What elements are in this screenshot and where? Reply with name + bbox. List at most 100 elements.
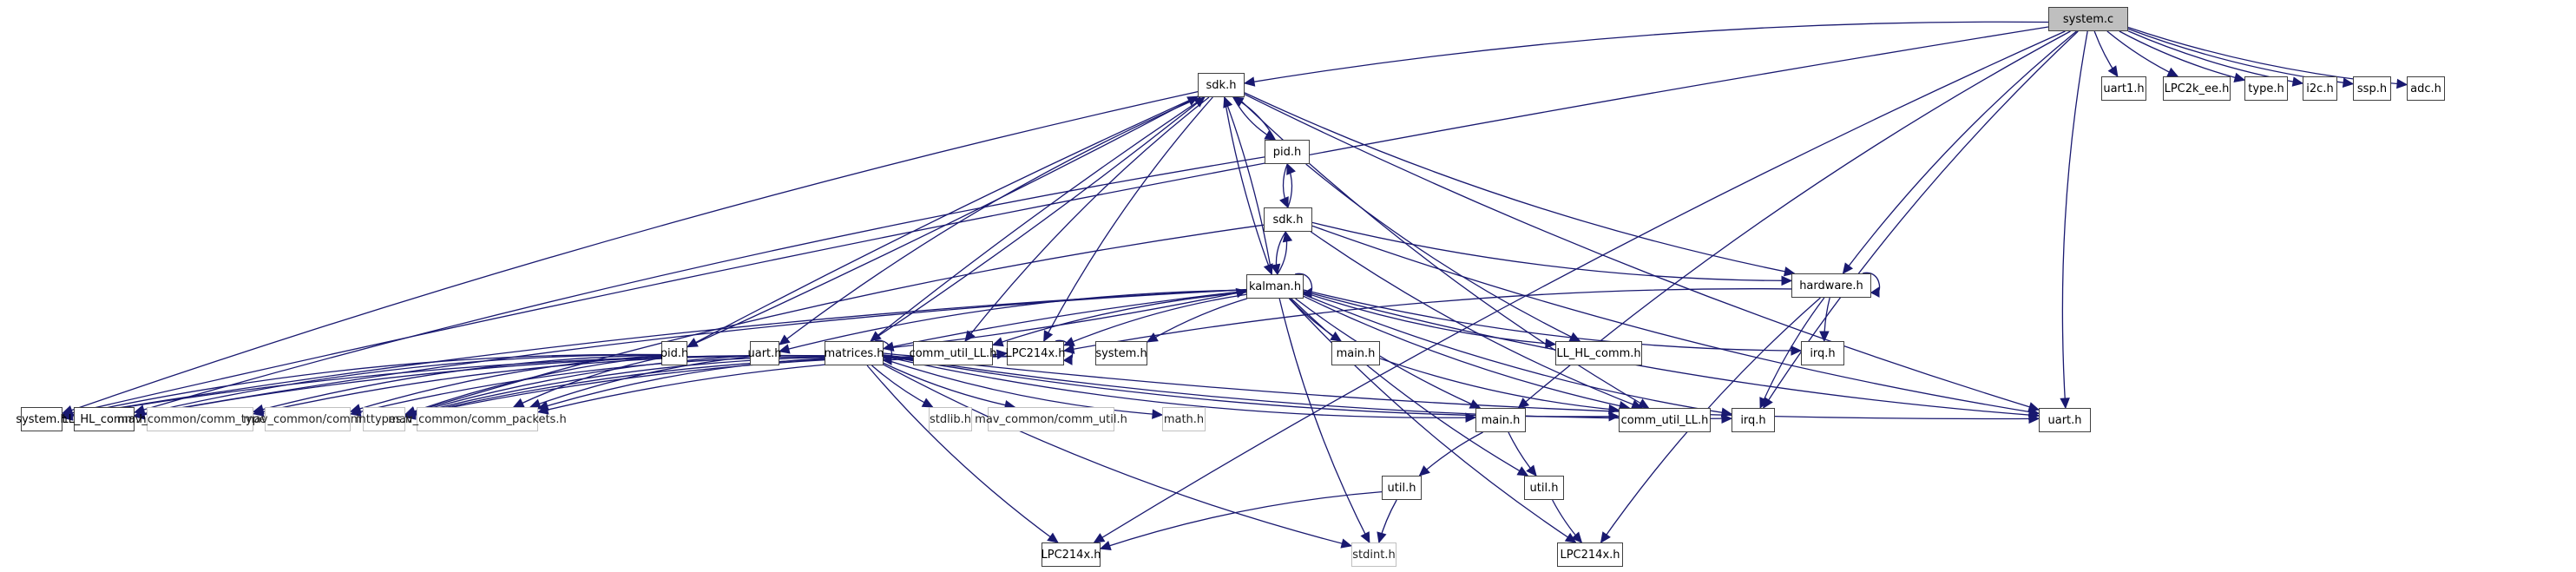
node-irq-h[interactable]: irq.h bbox=[1801, 341, 1844, 365]
edge-hardware_h-to-lpc214x_h_1 bbox=[1062, 288, 1792, 354]
node-util-h[interactable]: util.h bbox=[1382, 476, 1422, 500]
node-uart-h-right[interactable]: uart.h bbox=[2039, 408, 2091, 432]
arrowhead bbox=[1099, 541, 1112, 551]
node-uart-h[interactable]: uart.h bbox=[747, 341, 782, 365]
arrowhead bbox=[1340, 538, 1353, 549]
node-lpc214x-h-bottom[interactable]: LPC214x.h bbox=[1041, 542, 1101, 567]
arrowhead bbox=[1516, 466, 1529, 477]
node-comm-util-h[interactable]: mav_common/comm_util.h bbox=[975, 407, 1127, 431]
arrowhead bbox=[2342, 77, 2355, 88]
node-inttypes-h[interactable]: inttypes.h bbox=[356, 407, 412, 431]
arrowhead bbox=[1791, 345, 1803, 356]
arrowhead bbox=[1286, 162, 1296, 175]
edge-system_c-to-sdk_h_1 bbox=[1243, 21, 2049, 87]
arrowhead bbox=[1759, 397, 1769, 410]
edge-kalman_h-to-stdint_h bbox=[1278, 298, 1370, 544]
arrowhead bbox=[512, 398, 525, 408]
arrowhead bbox=[1870, 286, 1880, 298]
arrowhead bbox=[1781, 275, 1793, 286]
edge-kalman_h-to-uart_h_2 bbox=[1303, 290, 2040, 420]
node-comm-packets-h[interactable]: mav_common/comm_packets.h bbox=[388, 407, 567, 431]
node-kalman-h[interactable]: kalman.h bbox=[1246, 274, 1304, 299]
arrowhead bbox=[1819, 331, 1830, 343]
arrowhead bbox=[1568, 332, 1581, 342]
arrowhead bbox=[2233, 72, 2246, 82]
arrowhead bbox=[61, 410, 74, 420]
arrowhead bbox=[1608, 404, 1620, 415]
node-uart1-h[interactable]: uart1.h bbox=[2101, 76, 2146, 101]
node-lpc214x-h-bottom-right[interactable]: LPC214x.h bbox=[1557, 542, 1623, 567]
node-main-h[interactable]: main.h bbox=[1331, 341, 1380, 365]
arrowhead bbox=[2396, 78, 2408, 89]
node-stdlib-h[interactable]: stdlib.h bbox=[929, 407, 972, 431]
arrowhead bbox=[1223, 95, 1233, 108]
edge-hardware_h-to-hardware_h bbox=[1862, 272, 1881, 298]
arrowhead bbox=[1146, 332, 1159, 343]
edge-system_c-to-type_h bbox=[2119, 30, 2246, 82]
edge-system_c-to-lpc214x_h_2 bbox=[1093, 30, 2066, 543]
arrowhead bbox=[536, 404, 549, 415]
edge-kalman_h-to-sdk_h_1 bbox=[1223, 95, 1272, 275]
node-adc-h[interactable]: adc.h bbox=[2407, 76, 2445, 101]
node-sdk-h-inner[interactable]: sdk.h bbox=[1264, 207, 1312, 232]
edge-sdk_h_1-to-hardware_h bbox=[1244, 92, 1796, 277]
node-ll-hl-comm-h[interactable]: LL_HL_comm.h bbox=[1555, 341, 1642, 365]
node-comm-util-ll-h[interactable]: comm_util_LL.h bbox=[910, 341, 996, 365]
arrowhead bbox=[1526, 464, 1537, 477]
node-main-h-lower[interactable]: main.h bbox=[1475, 408, 1526, 432]
edge-sdk_h_2-to-comm_util_ll_h_2 bbox=[1310, 231, 1643, 410]
node-comm-h[interactable]: mav_common/comm.h bbox=[243, 407, 372, 431]
arrowhead bbox=[1282, 230, 1293, 243]
edge-sdk_h_2-to-pid_h_1 bbox=[1286, 162, 1296, 208]
node-hardware-h[interactable]: hardware.h bbox=[1791, 273, 1871, 298]
edge-kalman_h-to-main_h_2 bbox=[1295, 298, 1482, 409]
arrowhead bbox=[1279, 196, 1289, 209]
node-math-h[interactable]: math.h bbox=[1162, 407, 1206, 431]
node-type-h[interactable]: type.h bbox=[2244, 76, 2288, 101]
edge-sdk_h_1-to-uart_h_1 bbox=[779, 96, 1201, 345]
node-system-h-left[interactable]: system.h bbox=[16, 407, 68, 431]
node-sdk-h[interactable]: sdk.h bbox=[1198, 73, 1245, 97]
arrowhead bbox=[779, 334, 791, 345]
node-system-c[interactable]: system.c bbox=[2048, 7, 2128, 31]
node-irq-h-lower[interactable]: irq.h bbox=[1732, 408, 1775, 432]
edge-kalman_h-to-irq_h_1 bbox=[1303, 289, 1803, 356]
edge-system_c-to-uart1_h bbox=[2093, 30, 2119, 78]
edge-matrices_h-to-stdlib_h bbox=[871, 365, 934, 408]
arrowhead bbox=[1571, 531, 1583, 543]
edge-kalman_h-to-uart_h_1 bbox=[778, 289, 1247, 354]
node-comm-util-ll-h-lower[interactable]: comm_util_LL.h bbox=[1619, 408, 1711, 432]
edge-system_c-to-lpc2k_ee_h bbox=[2106, 30, 2179, 77]
edge-matrices_h-to-lpc214x_h_2 bbox=[866, 365, 1059, 543]
node-lpc214x-h[interactable]: LPC214x.h bbox=[1005, 341, 1066, 365]
edge-hardware_h-to-irq_h_1 bbox=[1819, 297, 1830, 343]
edge-pid_h_2-to-ll_hl_comm_h_2 bbox=[133, 354, 662, 418]
node-util-h-right[interactable]: util.h bbox=[1524, 476, 1564, 500]
edge-system_c-to-hardware_h bbox=[1842, 30, 2077, 274]
edge-pid_h_1-to-sdk_h_2 bbox=[1279, 163, 1289, 209]
edge-util_h_2-to-lpc214x_h_3 bbox=[1552, 499, 1583, 543]
edge-matrices_h-to-sdk_h_1 bbox=[870, 96, 1206, 342]
edge-matrices_h-to-irq_h_2 bbox=[883, 354, 1733, 424]
arrowhead bbox=[252, 404, 265, 415]
arrowhead bbox=[1063, 354, 1073, 365]
node-matrices-h[interactable]: matrices.h bbox=[825, 341, 884, 365]
arrowhead bbox=[1264, 130, 1277, 141]
edge-kalman_h-to-util_h_2 bbox=[1291, 298, 1529, 477]
edge-pid_h_2-to-comm_h bbox=[349, 355, 662, 414]
node-ll-hl-comm-h-left[interactable]: LL_HL_comm.h bbox=[62, 407, 147, 431]
node-pid-h-left[interactable]: pid.h bbox=[660, 341, 688, 365]
node-ssp-h[interactable]: ssp.h bbox=[2353, 76, 2391, 101]
node-i2c-h[interactable]: i2c.h bbox=[2303, 76, 2337, 101]
edge-matrices_h-to-stdint_h bbox=[883, 364, 1353, 549]
node-system-h[interactable]: system.h bbox=[1095, 341, 1147, 365]
node-pid-h[interactable]: pid.h bbox=[1265, 140, 1310, 164]
node-lpc2k-ee-h[interactable]: LPC2k_ee.h bbox=[2163, 76, 2231, 101]
arrowhead bbox=[1600, 531, 1611, 543]
node-stdint-h[interactable]: stdint.h bbox=[1351, 542, 1396, 567]
arrowhead bbox=[921, 398, 934, 408]
edge-kalman_h-to-ll_hl_comm_h_2 bbox=[133, 289, 1247, 419]
arrowhead bbox=[1377, 531, 1387, 544]
node-comm-types-h[interactable]: mav_common/comm_types.h bbox=[117, 407, 283, 431]
arrowhead bbox=[1842, 262, 1854, 274]
